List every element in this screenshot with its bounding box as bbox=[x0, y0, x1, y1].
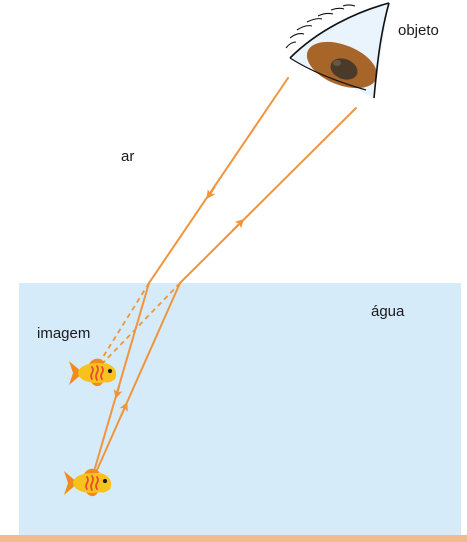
dashed-line-2 bbox=[100, 282, 181, 366]
arrow-air-down bbox=[206, 185, 216, 200]
ray-arrows bbox=[113, 185, 245, 417]
refracted-ray-water-down bbox=[94, 282, 150, 469]
arrow-water-up bbox=[119, 401, 128, 417]
fish-icon bbox=[64, 468, 112, 497]
label-ar: ar bbox=[121, 148, 135, 165]
incident-ray-air-down bbox=[148, 77, 289, 284]
light-rays bbox=[94, 77, 357, 471]
arrow-water-down bbox=[113, 384, 123, 399]
label-agua: água bbox=[371, 303, 405, 320]
virtual-image-lines bbox=[97, 282, 181, 366]
emergent-ray-air-up bbox=[179, 107, 357, 284]
water-region bbox=[19, 283, 461, 538]
dashed-line-1 bbox=[97, 282, 150, 366]
arrow-air-up bbox=[232, 218, 245, 231]
label-imagem: imagem bbox=[37, 325, 91, 342]
label-objeto: objeto bbox=[398, 22, 439, 39]
fish-image-icon bbox=[69, 358, 117, 387]
water-bottom bbox=[0, 535, 467, 542]
eye-icon bbox=[285, 2, 390, 99]
refracted-ray-water-up bbox=[96, 282, 181, 471]
